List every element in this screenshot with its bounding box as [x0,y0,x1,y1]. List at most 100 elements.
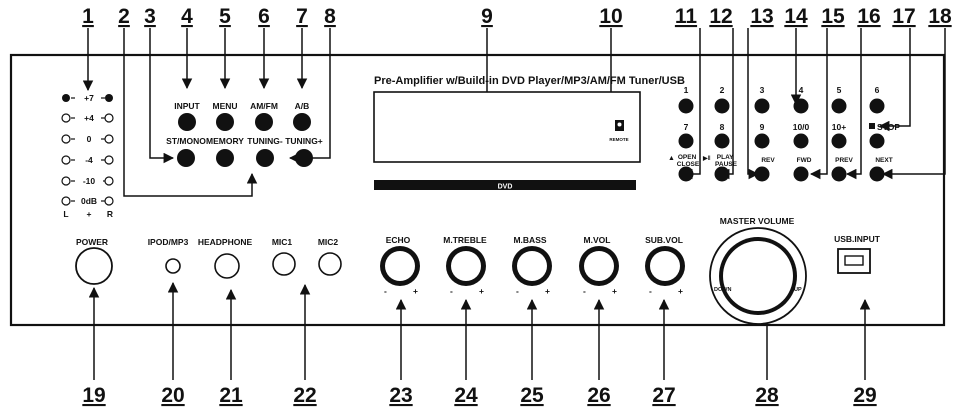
led-right [104,113,114,123]
mvol-knob-inner [584,251,614,281]
treble-minus: - [450,286,453,296]
channel-sep-label: + [87,209,92,219]
a-b-button[interactable] [293,113,311,131]
st-mono-button[interactable] [177,149,195,167]
bass-plus: + [545,286,550,296]
callout-12: 12 [709,5,732,28]
play-pause-button[interactable] [714,166,730,182]
key-label: 10+ [832,122,846,132]
leader-18 [881,28,946,180]
mvol-minus: - [583,286,586,296]
led-right [104,176,114,186]
master-volume-knob-inner [723,241,793,311]
key-1-button[interactable] [678,98,694,114]
bass-label: M.BASS [513,235,546,245]
open-label: OPEN [678,154,697,161]
key-label: 5 [837,85,842,95]
leader-2 [123,28,258,197]
top-callouts: 1 2 3 4 5 6 7 8 9 10 11 12 13 14 15 16 1… [82,5,952,28]
led-right [104,155,114,165]
leader-17 [878,28,911,132]
tuning-plus-button[interactable] [295,149,313,167]
am-fm-button[interactable] [255,113,273,131]
key-10-0-button[interactable] [793,133,809,149]
key-6-button[interactable] [869,98,885,114]
play-pause-label: PLAY PAUSE [715,154,738,168]
callout-7: 7 [296,5,308,28]
open-close-button[interactable] [678,166,694,182]
leader-15 [809,28,828,180]
key-3-button[interactable] [754,98,770,114]
led-left [61,176,71,186]
treble-knob-inner [451,251,481,281]
master-volume-up-label: UP [794,287,802,293]
treble-plus: + [479,286,484,296]
next-button[interactable] [869,166,885,182]
remote-sensor: REMOTE [609,120,629,142]
numeric-keypad: 1 2 3 4 5 6 7 8 9 10/0 10+ STOP ▲ OPEN C… [668,85,900,182]
callout-25: 25 [520,384,544,407]
st-mono-label: ST/MONO [166,136,206,146]
key-label: 6 [875,85,880,95]
subvol-minus: - [649,286,652,296]
front-jacks: POWER IPOD/MP3 HEADPHONE MIC1 MIC2 USB.I… [75,234,881,285]
headphone-jack[interactable] [214,253,240,279]
callout-18: 18 [928,5,952,28]
mvol-label: M.VOL [584,235,611,245]
callout-4: 4 [181,5,193,28]
callout-9: 9 [481,5,493,28]
menu-label: MENU [212,101,237,111]
bottom-callouts: 19 20 21 22 23 24 25 26 27 28 29 [82,384,876,407]
play-label: PLAY [717,154,734,161]
callout-3: 3 [144,5,156,28]
rev-label: REV [761,157,775,164]
led-right [105,94,113,102]
led-right [104,196,114,206]
key-8-button[interactable] [714,133,730,149]
remote-label: REMOTE [609,137,628,142]
power-button[interactable] [75,247,113,285]
callout-22: 22 [293,384,316,407]
leader-3 [149,28,175,164]
fwd-button[interactable] [793,166,809,182]
top-leader-lines [82,28,946,197]
control-buttons: INPUT MENU AM/FM A/B ST/MONO MEMORY TUNI… [166,101,323,167]
meter-level-label: +7 [84,93,94,103]
mic2-jack[interactable] [318,252,342,276]
menu-button[interactable] [216,113,234,131]
key-label: 4 [799,85,804,95]
mvol-plus: + [612,286,617,296]
key-10-plus-button[interactable] [831,133,847,149]
rev-button[interactable] [754,166,770,182]
bass-knob-inner [517,251,547,281]
usb-label: USB.INPUT [834,234,881,244]
memory-label: MEMORY [206,136,244,146]
ipod-jack[interactable] [165,258,181,274]
key-label: 9 [760,122,765,132]
key-9-button[interactable] [754,133,770,149]
meter-level-label: -4 [85,155,93,165]
tuning-minus-button[interactable] [256,149,274,167]
callout-16: 16 [857,5,880,28]
callout-5: 5 [219,5,231,28]
subvol-plus: + [678,286,683,296]
memory-button[interactable] [216,149,234,167]
key-2-button[interactable] [714,98,730,114]
callout-20: 20 [161,384,184,407]
callout-11: 11 [675,5,698,28]
treble-label: M.TREBLE [443,235,487,245]
callout-26: 26 [587,384,610,407]
key-4-button[interactable] [793,98,809,114]
callout-17: 17 [892,5,915,28]
led-left [61,113,71,123]
mic1-jack[interactable] [272,252,296,276]
key-7-button[interactable] [678,133,694,149]
prev-label: PREV [835,157,853,164]
power-label: POWER [76,237,108,247]
key-5-button[interactable] [831,98,847,114]
stop-button[interactable] [869,133,885,149]
mic2-label: MIC2 [318,237,339,247]
input-button[interactable] [178,113,196,131]
prev-button[interactable] [831,166,847,182]
